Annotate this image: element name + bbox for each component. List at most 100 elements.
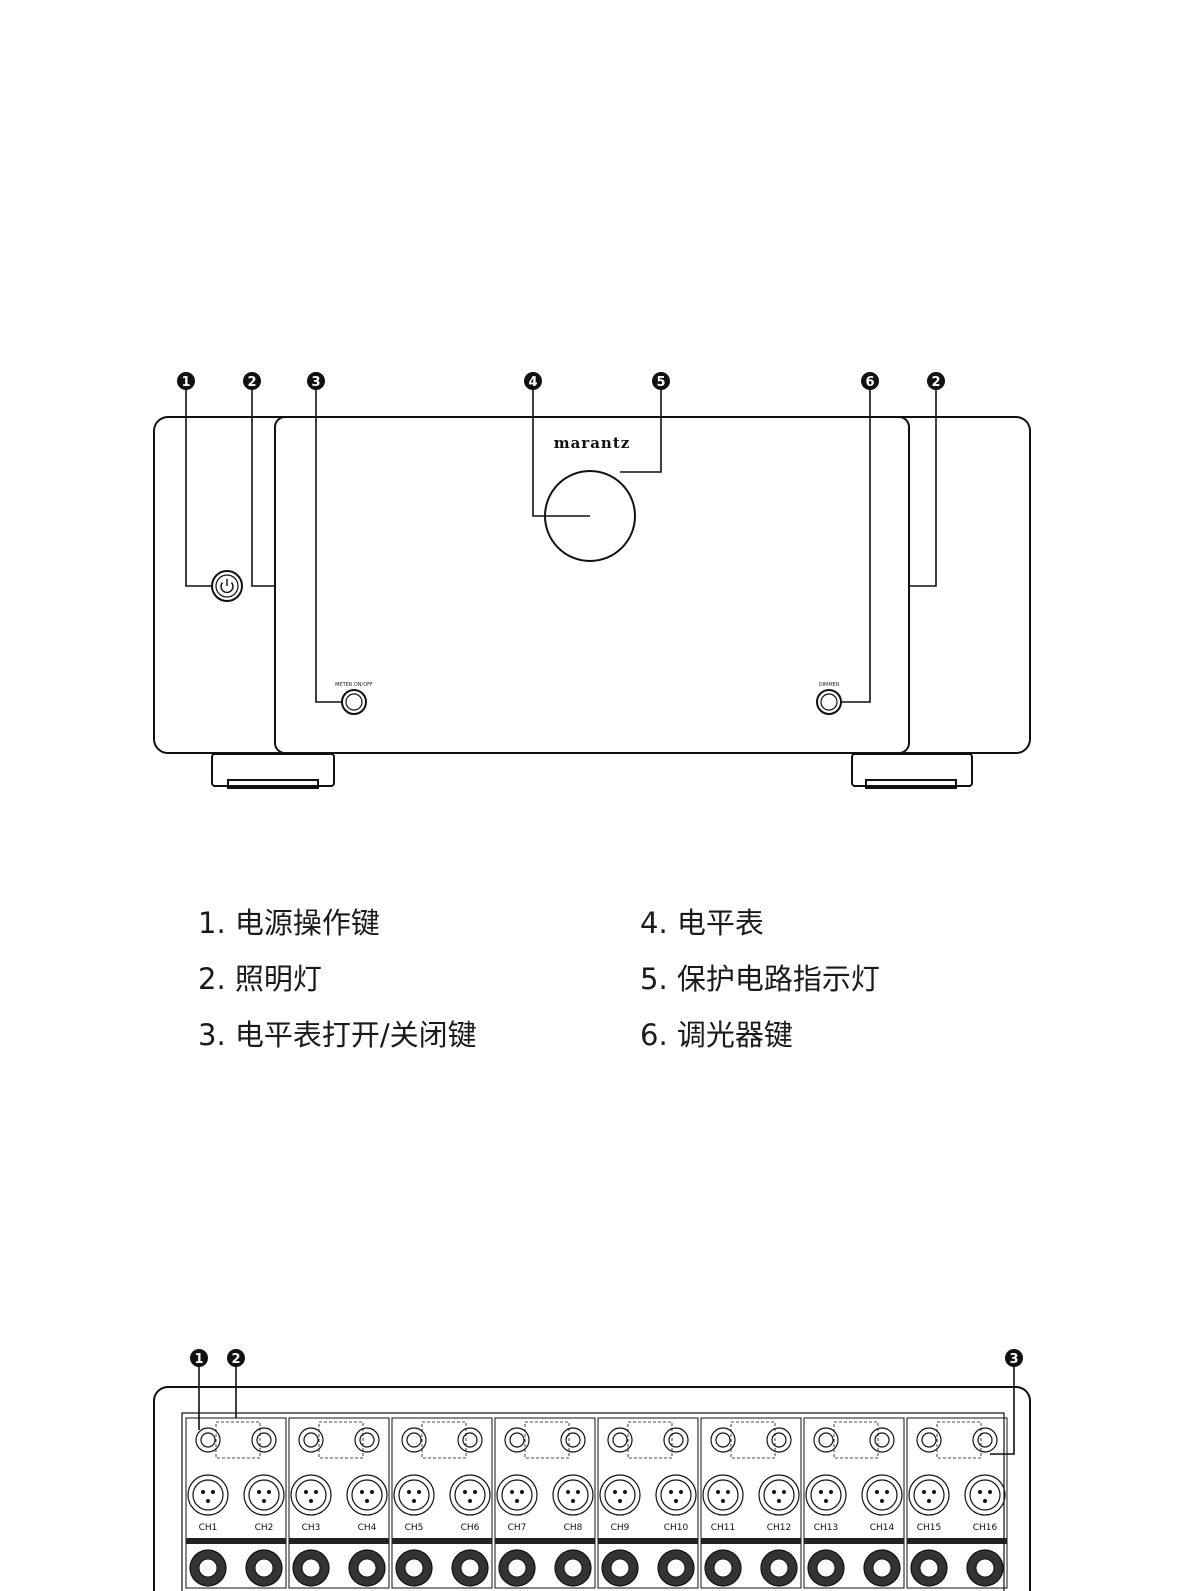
rca-jack[interactable]	[457, 1427, 483, 1453]
speaker-terminal-inner	[460, 1558, 480, 1578]
xlr-connector[interactable]	[599, 1474, 641, 1516]
channel-label: CH15	[917, 1523, 942, 1533]
xlr-pin	[716, 1490, 720, 1494]
legend-item-5: 5. 保护电路指示灯	[640, 962, 880, 996]
xlr-connector-inner	[913, 1479, 945, 1511]
rca-jack[interactable]	[663, 1427, 689, 1453]
xlr-pin	[463, 1490, 467, 1494]
xlr-pin	[875, 1490, 879, 1494]
xlr-pin	[365, 1499, 369, 1503]
xlr-connector-inner	[248, 1479, 280, 1511]
rca-jack[interactable]	[972, 1427, 998, 1453]
speaker-terminal-inner	[301, 1558, 321, 1578]
channel-label: CH14	[870, 1523, 895, 1533]
rca-jack-inner	[359, 1432, 375, 1448]
rca-jack[interactable]	[298, 1427, 324, 1453]
xlr-connector[interactable]	[655, 1474, 697, 1516]
xlr-connector[interactable]	[908, 1474, 950, 1516]
rca-jack-inner	[874, 1432, 890, 1448]
speaker-terminal-inner	[975, 1558, 995, 1578]
input-select-switch[interactable]	[524, 1421, 570, 1459]
terminal-band	[907, 1538, 1007, 1544]
speaker-terminal-inner	[919, 1558, 939, 1578]
xlr-connector[interactable]	[964, 1474, 1006, 1516]
xlr-connector[interactable]	[758, 1474, 800, 1516]
xlr-pin	[669, 1490, 673, 1494]
xlr-pin	[412, 1499, 416, 1503]
svg-text:3: 3	[1009, 1352, 1018, 1367]
input-select-switch[interactable]	[730, 1421, 776, 1459]
rca-jack-inner	[565, 1432, 581, 1448]
xlr-connector[interactable]	[552, 1474, 594, 1516]
xlr-pin	[360, 1490, 364, 1494]
xlr-pin	[206, 1499, 210, 1503]
xlr-connector[interactable]	[243, 1474, 285, 1516]
legend-left: 1. 电源操作键 2. 照明灯 3. 电平表打开/关闭键	[198, 895, 477, 1063]
svg-text:2: 2	[231, 1352, 240, 1367]
input-select-switch[interactable]	[627, 1421, 673, 1459]
input-select-switch[interactable]	[936, 1421, 982, 1459]
xlr-connector[interactable]	[805, 1474, 847, 1516]
leader-lines	[185, 390, 937, 703]
speaker-terminal-inner	[713, 1558, 733, 1578]
channel-label: CH9	[611, 1523, 630, 1533]
xlr-connector[interactable]	[449, 1474, 491, 1516]
rca-jack[interactable]	[813, 1427, 839, 1453]
xlr-pin	[510, 1490, 514, 1494]
xlr-pin	[618, 1499, 622, 1503]
rca-jack-inner	[256, 1432, 272, 1448]
rca-jack[interactable]	[251, 1427, 277, 1453]
speaker-terminal-inner	[357, 1558, 377, 1578]
svg-text:5: 5	[656, 375, 665, 390]
xlr-pin	[819, 1490, 823, 1494]
channel-pair-frame	[700, 1417, 802, 1589]
input-select-switch[interactable]	[318, 1421, 364, 1459]
rca-jack-inner	[462, 1432, 478, 1448]
rear-callout-3: 3	[1005, 1349, 1023, 1367]
xlr-connector[interactable]	[496, 1474, 538, 1516]
xlr-pin	[777, 1499, 781, 1503]
legend-item-2: 2. 照明灯	[198, 962, 322, 996]
rca-jack[interactable]	[401, 1427, 427, 1453]
rca-jack[interactable]	[195, 1427, 221, 1453]
channel-label: CH5	[405, 1523, 424, 1533]
rca-jack[interactable]	[504, 1427, 530, 1453]
rca-jack-inner	[406, 1432, 422, 1448]
rca-jack[interactable]	[766, 1427, 792, 1453]
xlr-pin	[201, 1490, 205, 1494]
rear-panel	[181, 1412, 1005, 1591]
callout-2: 2	[243, 372, 261, 390]
speaker-terminal-inner	[404, 1558, 424, 1578]
rca-jack[interactable]	[710, 1427, 736, 1453]
xlr-connector-inner	[295, 1479, 327, 1511]
xlr-connector[interactable]	[290, 1474, 332, 1516]
speaker-terminal-inner	[610, 1558, 630, 1578]
input-select-switch[interactable]	[215, 1421, 261, 1459]
input-select-switch[interactable]	[421, 1421, 467, 1459]
xlr-pin	[679, 1490, 683, 1494]
input-select-switch[interactable]	[833, 1421, 879, 1459]
xlr-connector-inner	[763, 1479, 795, 1511]
channel-pair-frame	[906, 1417, 1008, 1589]
xlr-pin	[566, 1490, 570, 1494]
rca-jack[interactable]	[560, 1427, 586, 1453]
xlr-connector[interactable]	[861, 1474, 903, 1516]
left-foot	[211, 753, 335, 787]
rca-jack[interactable]	[607, 1427, 633, 1453]
xlr-connector[interactable]	[393, 1474, 435, 1516]
xlr-pin	[623, 1490, 627, 1494]
brand-logo: marantz	[554, 434, 631, 452]
xlr-connector[interactable]	[702, 1474, 744, 1516]
xlr-pin	[211, 1490, 215, 1494]
svg-text:2: 2	[931, 375, 940, 390]
xlr-connector[interactable]	[346, 1474, 388, 1516]
rca-jack[interactable]	[354, 1427, 380, 1453]
xlr-connector-inner	[398, 1479, 430, 1511]
xlr-connector-inner	[351, 1479, 383, 1511]
rca-jack[interactable]	[916, 1427, 942, 1453]
xlr-pin	[417, 1490, 421, 1494]
speaker-terminal-inner	[507, 1558, 527, 1578]
rear-callout-1: 1	[190, 1349, 208, 1367]
rca-jack[interactable]	[869, 1427, 895, 1453]
xlr-connector[interactable]	[187, 1474, 229, 1516]
